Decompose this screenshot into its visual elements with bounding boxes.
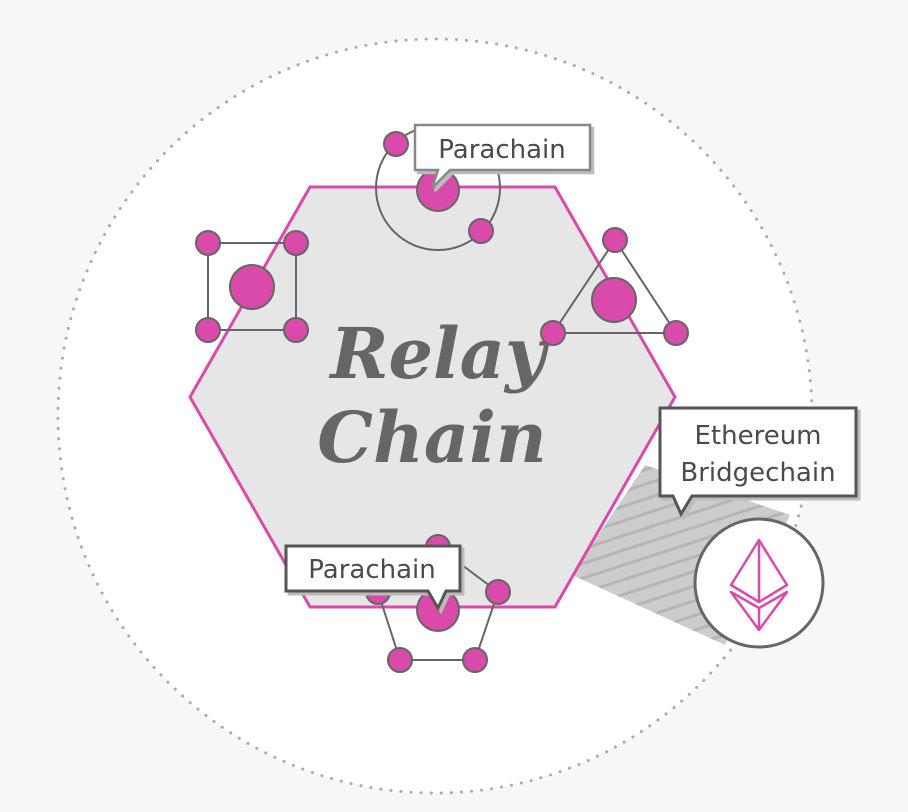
parachain-label-bottom: Parachain — [308, 555, 435, 585]
parachain-label-top: Parachain — [438, 135, 565, 165]
ethereum-bridge-node[interactable] — [693, 517, 825, 649]
parachain-callout-top — [413, 123, 592, 189]
parachain-orbit[interactable] — [375, 125, 501, 251]
ethereum-icon — [729, 538, 789, 632]
relay-chain-title-line2: Chain — [317, 396, 546, 479]
bridge-callout — [658, 406, 858, 518]
bridge-label-line2: Bridgechain — [680, 458, 835, 488]
relay-chain-hexagon — [188, 185, 677, 609]
parachain-callout-bottom — [284, 544, 462, 612]
relay-chain-title-line1: Relay — [328, 312, 550, 395]
parachain-triangle[interactable] — [540, 227, 689, 346]
parachain-square[interactable] — [195, 230, 309, 343]
bridge-label-line1: Ethereum — [694, 421, 821, 451]
